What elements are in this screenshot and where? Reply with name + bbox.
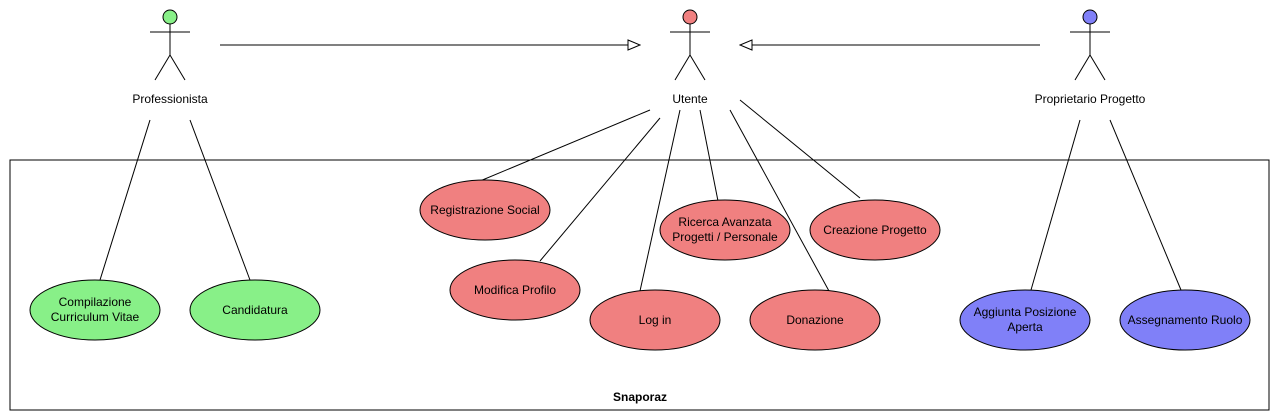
system-boundary bbox=[9, 159, 1270, 411]
svg-text:Ricerca Avanzata: Ricerca Avanzata bbox=[678, 215, 771, 229]
usecase-aggiunta[interactable]: Aggiunta Posizione Aperta bbox=[959, 289, 1091, 351]
svg-text:Log in: Log in bbox=[639, 313, 672, 327]
svg-text:Aggiunta Posizione: Aggiunta Posizione bbox=[974, 305, 1077, 319]
assoc-professionista-candidatura bbox=[189, 119, 251, 281]
actor-label-professionista: Professionista bbox=[132, 92, 208, 106]
usecase-registrazione[interactable]: Registrazione Social bbox=[419, 179, 551, 241]
svg-text:Donazione: Donazione bbox=[786, 313, 844, 327]
svg-text:Registrazione Social: Registrazione Social bbox=[430, 203, 539, 217]
usecase-candidatura[interactable]: Candidatura bbox=[189, 279, 321, 341]
usecase-ricerca[interactable]: Ricerca Avanzata Progetti / Personale bbox=[659, 199, 791, 261]
assoc-utente-registrazione bbox=[479, 109, 651, 182]
assoc-proprietario-aggiunta bbox=[1030, 119, 1081, 291]
assoc-utente-ricerca bbox=[699, 109, 719, 202]
actor-professionista bbox=[150, 9, 190, 81]
svg-text:Curriculum Vitae: Curriculum Vitae bbox=[51, 310, 140, 324]
system-title: Snaporaz bbox=[613, 390, 667, 404]
svg-text:Progetti / Personale: Progetti / Personale bbox=[672, 230, 778, 244]
assoc-utente-modifica bbox=[539, 117, 661, 262]
assoc-utente-donazione bbox=[729, 109, 830, 292]
usecase-modifica[interactable]: Modifica Profilo bbox=[449, 259, 581, 321]
usecase-donazione[interactable]: Donazione bbox=[749, 289, 881, 351]
svg-text:Creazione Progetto: Creazione Progetto bbox=[823, 223, 927, 237]
svg-text:Aperta: Aperta bbox=[1007, 320, 1043, 334]
assoc-utente-login bbox=[639, 109, 681, 292]
actor-proprietario bbox=[1070, 9, 1110, 81]
usecase-login[interactable]: Log in bbox=[589, 289, 721, 351]
actor-head bbox=[162, 9, 178, 25]
actor-head bbox=[1082, 9, 1098, 25]
actor-label-utente: Utente bbox=[672, 92, 708, 106]
actor-head bbox=[682, 9, 698, 25]
actor-utente bbox=[670, 9, 710, 81]
svg-text:Candidatura: Candidatura bbox=[222, 303, 288, 317]
usecase-compilazione[interactable]: Compilazione Curriculum Vitae bbox=[29, 279, 161, 341]
associations bbox=[99, 99, 1182, 292]
usecase-assegnamento[interactable]: Assegnamento Ruolo bbox=[1119, 289, 1251, 351]
svg-text:Modifica Profilo: Modifica Profilo bbox=[474, 283, 556, 297]
svg-text:Assegnamento Ruolo: Assegnamento Ruolo bbox=[1128, 313, 1243, 327]
assoc-professionista-compilazione bbox=[99, 119, 151, 281]
assoc-utente-creazione bbox=[739, 99, 861, 199]
usecase-creazione[interactable]: Creazione Progetto bbox=[809, 199, 941, 261]
assoc-proprietario-assegnamento bbox=[1109, 119, 1182, 291]
actor-label-proprietario: Proprietario Progetto bbox=[1035, 92, 1146, 106]
svg-text:Compilazione: Compilazione bbox=[59, 295, 132, 309]
